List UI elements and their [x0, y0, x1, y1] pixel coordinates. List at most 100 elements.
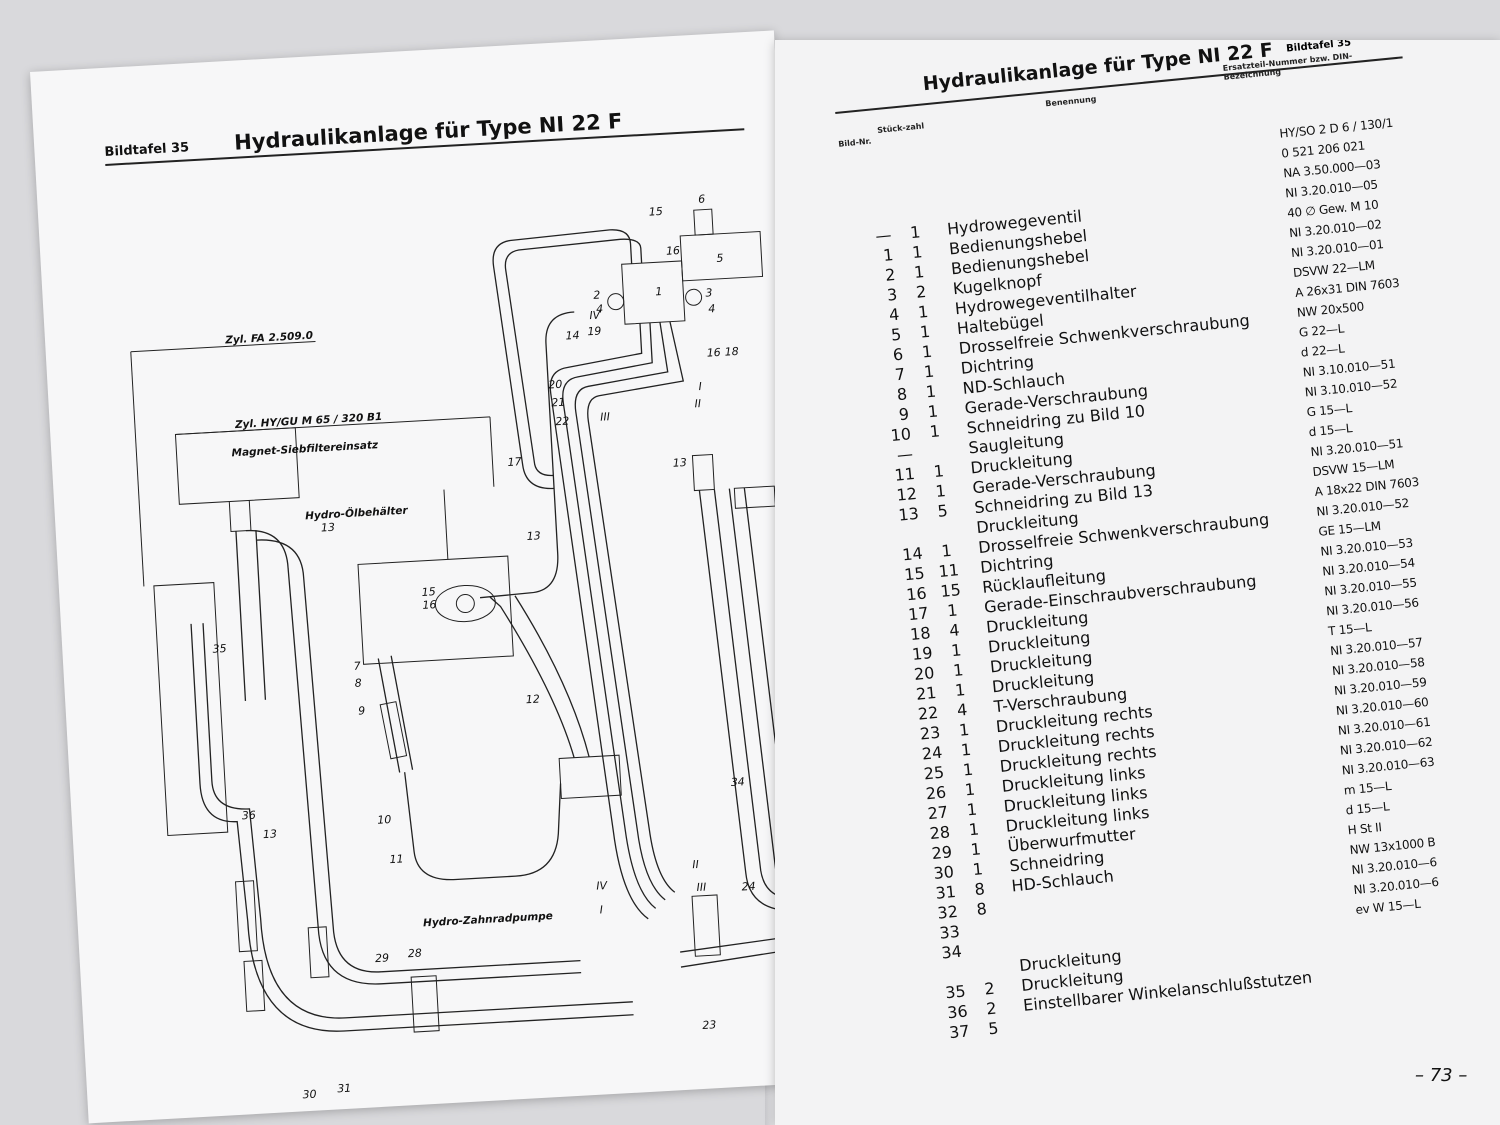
roman-IV-top: IV	[589, 308, 602, 322]
row-stueckzahl: 1	[913, 262, 926, 283]
row-ersatzteil: G 15—L	[1306, 401, 1353, 420]
row-bild-nr: 3	[886, 284, 899, 305]
row-bild-nr: 36	[946, 1001, 969, 1023]
row-stueckzahl: 1	[958, 719, 971, 740]
row-ersatzteil: d 15—L	[1345, 799, 1390, 818]
callout-11: 11	[389, 852, 404, 866]
row-stueckzahl: 1	[971, 859, 984, 880]
row-stueckzahl: 1	[940, 540, 953, 561]
row-stueckzahl: 1	[950, 640, 963, 661]
row-stueckzahl: 1	[917, 301, 930, 322]
row-stueckzahl: 4	[948, 620, 961, 641]
row-stueckzahl: 1	[960, 739, 973, 760]
row-stueckzahl	[899, 162, 919, 164]
row-bild-nr: 19	[911, 643, 934, 665]
row-bild-nr: 35	[944, 981, 967, 1003]
row-stueckzahl: 1	[969, 839, 982, 860]
row-bild-nr: 31	[934, 881, 957, 903]
row-stueckzahl: 1	[967, 819, 980, 840]
row-stueckzahl: 1	[954, 680, 967, 701]
row-bild-nr: 24	[920, 742, 944, 764]
callout-24: 24	[741, 880, 756, 894]
right-page-parts-list: Hydraulikanlage für Type NI 22 F Bildtaf…	[775, 40, 1500, 1125]
page-number: – 73 –	[1415, 1065, 1468, 1086]
callout-31: 31	[337, 1082, 352, 1096]
row-bild-nr: 15	[903, 563, 926, 585]
row-stueckzahl: 1	[932, 461, 945, 482]
hydraulic-schematic: Zyl. FA 2.509.0 Zyl. HY/GU M 65 / 320 B1…	[130, 193, 833, 1102]
row-stueckzahl: 4	[956, 700, 969, 720]
callout-4-left: 4	[596, 302, 604, 315]
callout-16a: 16	[666, 244, 681, 258]
row-ersatzteil: H St II	[1347, 820, 1383, 838]
row-bild-nr: 23	[919, 722, 942, 744]
callout-22: 22	[555, 414, 570, 428]
roman-I-bottom: I	[599, 903, 603, 916]
callout-29: 29	[375, 951, 390, 965]
row-bild-nr: 28	[928, 822, 951, 844]
row-bild-nr: 34	[940, 941, 963, 963]
callout-23: 23	[702, 1018, 717, 1032]
row-bild-nr: 17	[907, 603, 930, 625]
row-bild-nr: 29	[930, 842, 953, 864]
label-magnet-filter: Magnet-Siebfiltereinsatz	[231, 439, 379, 459]
left-page-diagram: Bildtafel 35 Hydraulikanlage für Type NI…	[30, 30, 833, 1124]
valve-holder-box	[679, 230, 764, 282]
callout-9: 9	[358, 704, 366, 717]
row-bild-nr: 11	[893, 463, 916, 485]
row-ersatzteil: d 15—L	[1308, 421, 1353, 440]
row-bild-nr: 21	[915, 682, 938, 704]
control-valve-block	[621, 260, 686, 325]
callout-16c: 16	[422, 598, 437, 612]
roman-I-top: I	[698, 380, 702, 393]
row-bild-nr: 13	[897, 503, 920, 525]
row-bild-nr: 18	[909, 623, 932, 645]
roman-III-bottom: III	[696, 881, 706, 895]
row-stueckzahl: 11	[937, 560, 960, 582]
callout-13a: 13	[321, 521, 336, 535]
label-oil-tank: Hydro-Ölbehälter	[305, 503, 409, 523]
callout-4-right: 4	[708, 302, 716, 315]
row-stueckzahl: 1	[928, 421, 941, 442]
roman-III-top: III	[600, 410, 610, 424]
row-ersatzteil: G 22—L	[1298, 321, 1345, 340]
row-bild-nr: 4	[888, 304, 901, 325]
callout-15a: 15	[648, 205, 663, 219]
row-bild-nr: 14	[901, 543, 924, 565]
row-bild-nr: 5	[890, 324, 903, 345]
row-bild-nr	[851, 165, 885, 168]
row-bild-nr: —	[896, 444, 914, 465]
header-benennung: Benennung	[1044, 94, 1097, 109]
row-stueckzahl: 1	[921, 341, 934, 362]
row-bild-nr: —	[874, 225, 893, 246]
row-bild-nr: 10	[889, 424, 912, 446]
callout-34a: 34	[730, 775, 745, 789]
row-bild-nr: 20	[913, 663, 936, 684]
row-ersatzteil: T 15—L	[1327, 620, 1373, 639]
callout-18: 18	[724, 345, 739, 359]
row-stueckzahl: 1	[962, 759, 975, 780]
row-bild-nr: 37	[948, 1021, 971, 1043]
callout-1: 1	[655, 285, 663, 298]
callout-28: 28	[407, 947, 422, 961]
row-bild-nr: 25	[922, 762, 946, 784]
callout-13e: 13	[263, 827, 278, 841]
row-bild-nr: 32	[936, 901, 959, 923]
row-bild-nr: 1	[882, 245, 895, 265]
row-stueckzahl: 1	[909, 222, 922, 243]
parts-list-rotated: Hydraulikanlage für Type NI 22 F Bildtaf…	[835, 40, 1500, 1042]
row-bild-nr: 9	[897, 404, 910, 425]
row-stueckzahl: 1	[922, 361, 935, 382]
row-bild-nr: 8	[895, 384, 908, 405]
callout-30: 30	[302, 1088, 317, 1102]
row-stueckzahl: 1	[963, 779, 976, 800]
header-bild-nr: Bild-Nr.	[837, 136, 872, 149]
row-stueckzahl: 8	[973, 879, 986, 900]
row-bild-nr: 16	[905, 583, 928, 605]
row-bild-nr: 2	[884, 264, 897, 285]
row-stueckzahl: 8	[975, 899, 988, 919]
callout-13b: 13	[526, 529, 541, 543]
row-stueckzahl: 15	[939, 580, 962, 601]
row-bild-nr: 6	[892, 344, 905, 365]
row-bild-nr: 7	[894, 364, 907, 385]
